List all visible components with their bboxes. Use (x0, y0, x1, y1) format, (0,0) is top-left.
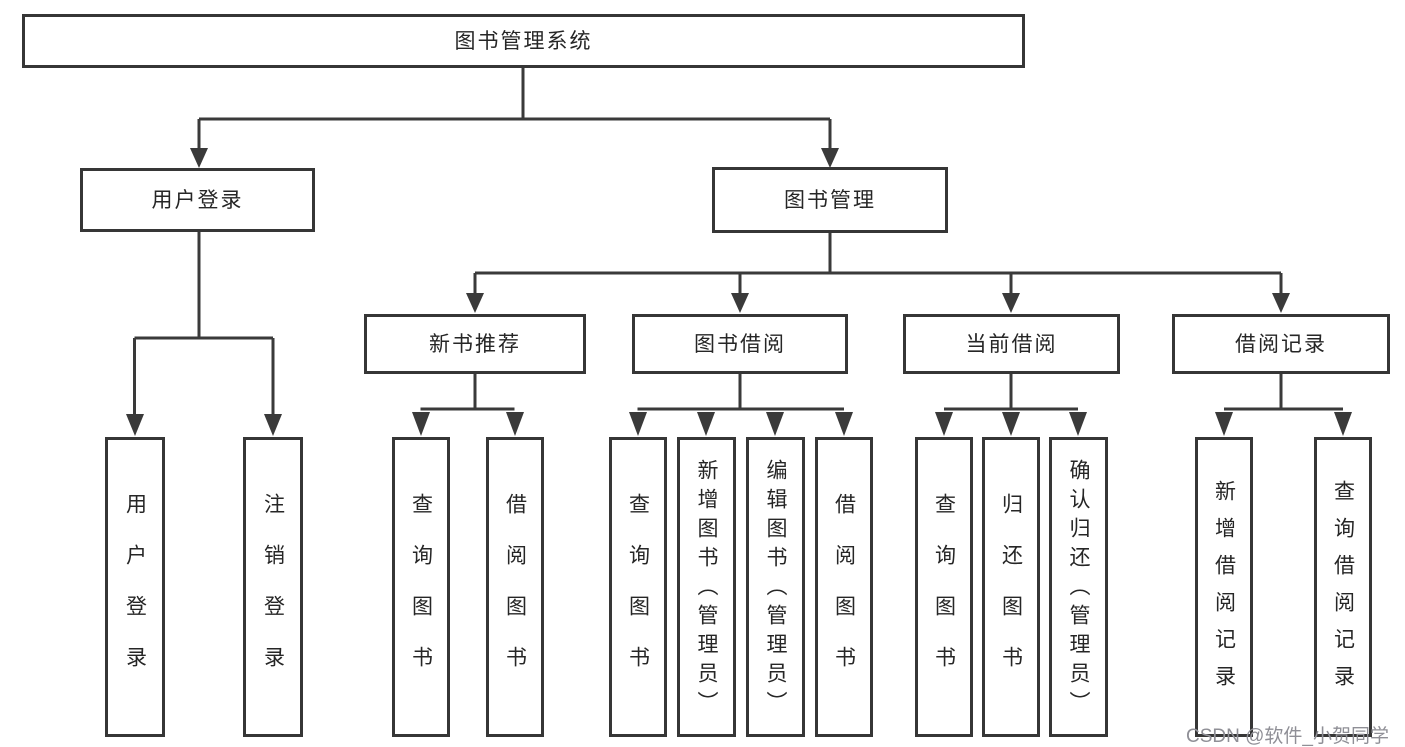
node-book-management: 图书管理 (712, 167, 948, 233)
arrowhead (126, 414, 144, 436)
node-new-book-recommend: 新书推荐 (364, 314, 586, 374)
leaf-confirm-return-admin: 确认归还（管理员） (1049, 437, 1108, 737)
leaf-query-books-current: 查询图书 (915, 437, 973, 737)
leaf-return-books: 归还图书 (982, 437, 1040, 737)
leaf-add-borrow-record: 新增借阅记录 (1195, 437, 1253, 737)
leaf-user-login: 用户登录 (105, 437, 165, 737)
node-user-login: 用户登录 (80, 168, 315, 232)
arrowhead (1215, 412, 1233, 436)
arrowhead (629, 412, 647, 436)
leaf-query-books-recommend: 查询图书 (392, 437, 450, 737)
node-book-borrow: 图书借阅 (632, 314, 848, 374)
arrowhead (1272, 293, 1290, 313)
leaf-logout: 注销登录 (243, 437, 303, 737)
leaf-borrow-books-recommend: 借阅图书 (486, 437, 544, 737)
arrowhead (1002, 293, 1020, 313)
arrowhead (1334, 412, 1352, 436)
leaf-borrow-books: 借阅图书 (815, 437, 873, 737)
arrowhead (731, 293, 749, 313)
leaf-add-books-admin: 新增图书（管理员） (677, 437, 736, 737)
node-root-system: 图书管理系统 (22, 14, 1025, 68)
arrowhead (1069, 412, 1087, 436)
leaf-query-books-borrow: 查询图书 (609, 437, 667, 737)
leaf-edit-books-admin: 编辑图书（管理员） (746, 437, 805, 737)
connector-root-to-level2 (197, 68, 832, 150)
connector-login-to-leaves (133, 232, 275, 416)
arrowhead (190, 148, 208, 168)
arrowhead (412, 412, 430, 436)
connector-newbooks-to-leaves (420, 374, 515, 411)
arrowhead (821, 148, 839, 168)
csdn-watermark: CSDN @软件_小贺同学 (1186, 726, 1389, 747)
node-current-borrow: 当前借阅 (903, 314, 1120, 374)
node-borrow-records: 借阅记录 (1172, 314, 1390, 374)
connector-records-to-leaves (1224, 374, 1343, 411)
arrowhead (506, 412, 524, 436)
arrowhead (766, 412, 784, 436)
arrowhead (697, 412, 715, 436)
leaf-query-borrow-record: 查询借阅记录 (1314, 437, 1372, 737)
connector-currentborrow-to-leaves (944, 374, 1078, 411)
arrowhead (466, 293, 484, 313)
arrowhead (835, 412, 853, 436)
connector-bookborrow-to-leaves (637, 374, 844, 411)
arrowhead (264, 414, 282, 436)
arrowhead (935, 412, 953, 436)
connector-mgmt-to-level3 (473, 232, 1283, 294)
arrowhead (1002, 412, 1020, 436)
